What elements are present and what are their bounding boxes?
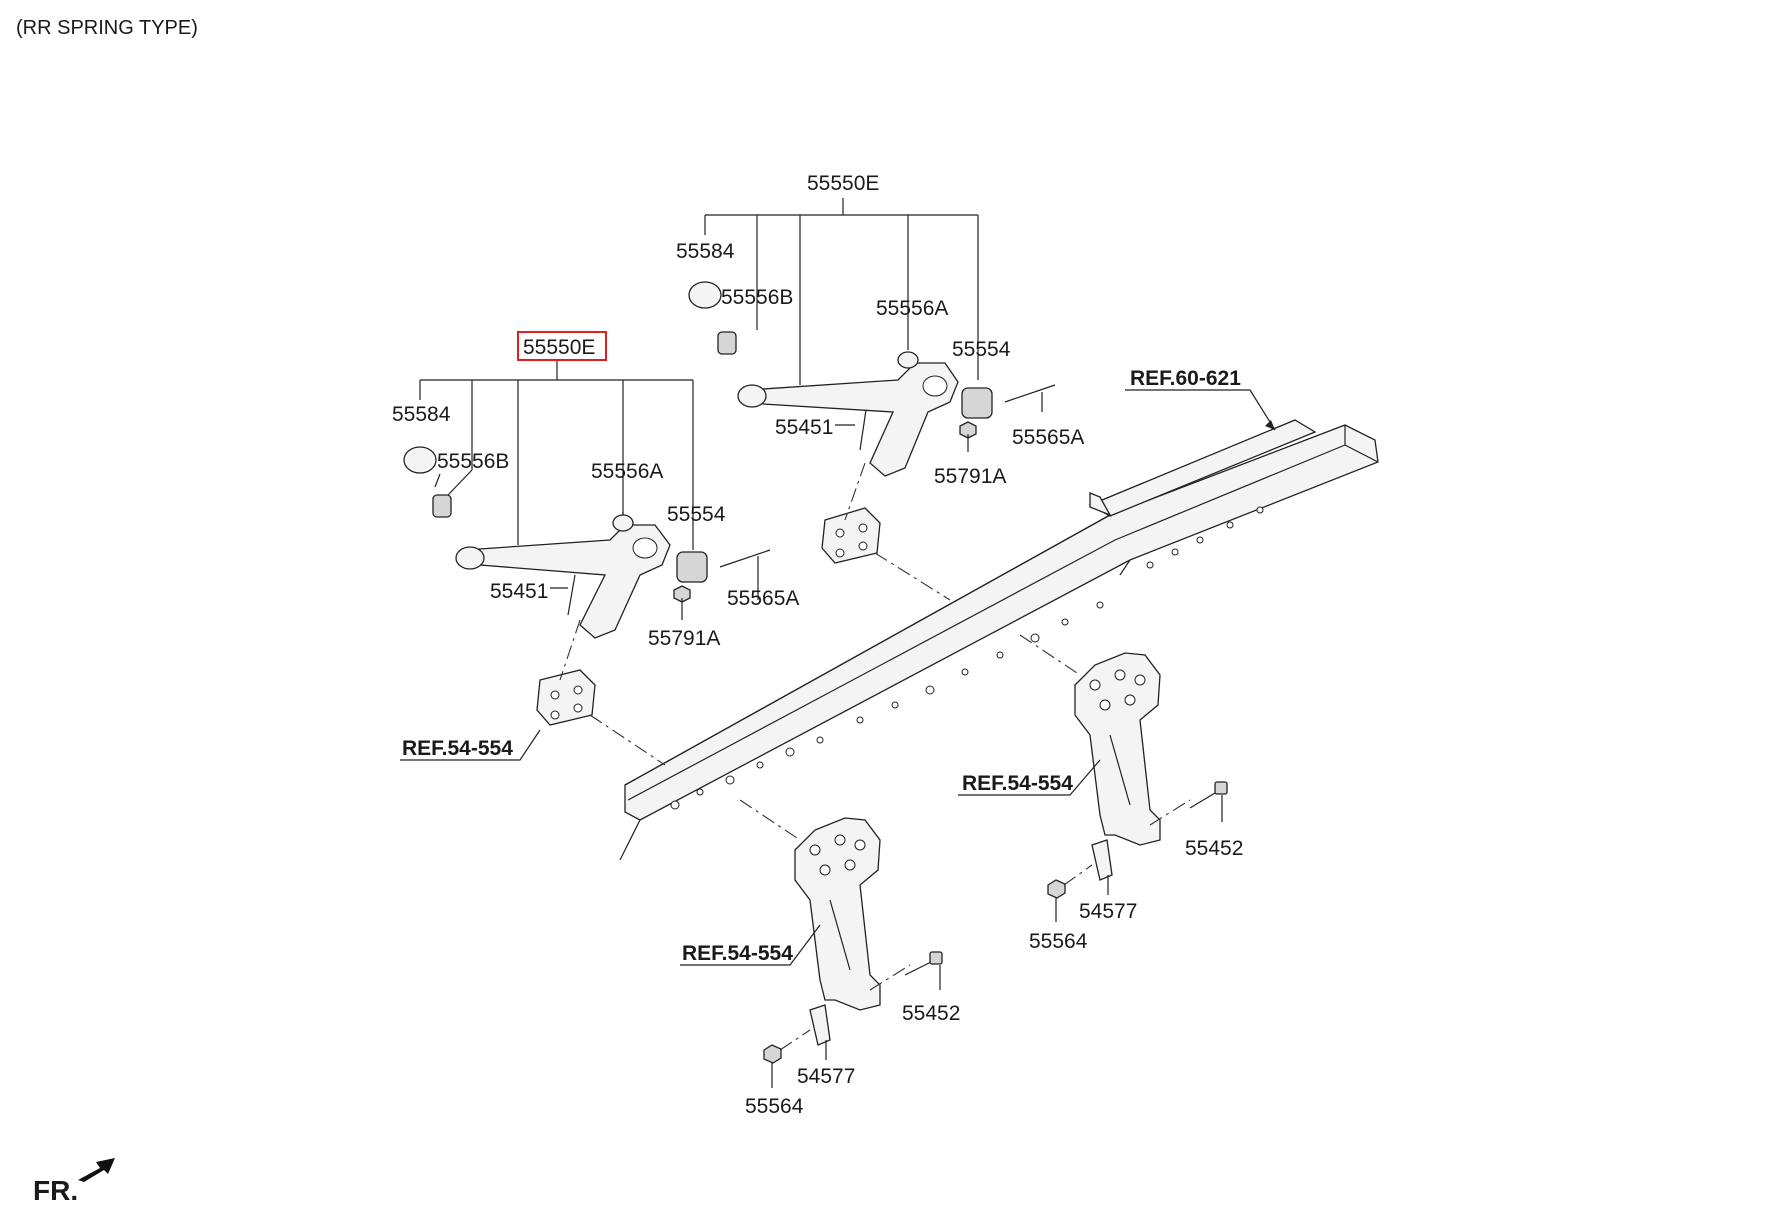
- right-bushing-cap-label: 55584: [676, 240, 735, 263]
- right-bolt-bushing: [1004, 384, 1056, 403]
- frame-ref-label: REF.60-621: [1130, 367, 1241, 390]
- right-bushing-b: [717, 331, 737, 355]
- left-bolt-bushing-label: 55565A: [727, 587, 799, 610]
- right-bushing-cap: [688, 281, 722, 309]
- lower-right-nut-label: 55564: [1029, 930, 1088, 953]
- left-bushing-a-label: 55556A: [591, 460, 663, 483]
- lower-left-ref-label: REF.54-554: [682, 942, 793, 965]
- front-label: FR.: [33, 1175, 78, 1206]
- left-nut-label: 55791A: [648, 627, 720, 650]
- front-arrow-icon: [78, 1158, 115, 1182]
- left-bolt-bushing: [719, 549, 771, 568]
- left-bushing-a: [612, 514, 634, 532]
- lower-left-clip-label: 54577: [797, 1065, 855, 1088]
- lower-left-clip: [809, 1004, 831, 1046]
- lower-left-nut-label: 55564: [745, 1095, 804, 1118]
- lower-left-nut: [763, 1044, 782, 1064]
- left-arm-bracket: [400, 619, 666, 766]
- left-bushing-label: 55554: [667, 503, 726, 526]
- lower-right-clip-label: 54577: [1079, 900, 1137, 923]
- right-bolt-arm: [859, 409, 867, 451]
- left-ref-label: REF.54-554: [402, 737, 513, 760]
- right-bolt-bushing-label: 55565A: [1012, 426, 1084, 449]
- diagram-title: (RR SPRING TYPE): [16, 17, 198, 39]
- left-nut: [673, 585, 691, 603]
- lower-right-spring-bracket: [958, 634, 1228, 922]
- left-bushing-b-label: 55556B: [437, 450, 509, 473]
- left-bolt-arm: [567, 574, 576, 616]
- right-bushing-a: [897, 351, 919, 369]
- lower-right-clip: [1091, 839, 1113, 881]
- left-arm-assembly: [403, 360, 771, 639]
- right-nut-label: 55791A: [934, 465, 1006, 488]
- lower-left-spring-bracket: [680, 799, 943, 1088]
- right-group-label: 55550E: [807, 172, 879, 195]
- right-bushing-label: 55554: [952, 338, 1011, 361]
- right-bushing-b-label: 55556B: [721, 286, 793, 309]
- lower-left-bolt-label: 55452: [902, 1002, 960, 1025]
- lower-right-ref-label: REF.54-554: [962, 772, 1073, 795]
- frame-holes: [670, 506, 1264, 810]
- lower-right-bolt-label: 55452: [1185, 837, 1243, 860]
- right-arm-bracket: [821, 462, 951, 601]
- left-bushing-cap-label: 55584: [392, 403, 451, 426]
- left-group-label: 55550E: [523, 336, 595, 359]
- frame-rail: [619, 419, 1379, 861]
- left-group-highlight: [517, 331, 607, 361]
- right-nut: [959, 421, 977, 439]
- left-bushing-b: [432, 494, 452, 518]
- right-bushing: [961, 387, 993, 419]
- right-arm-assembly: [688, 198, 1056, 477]
- left-bolt-arm-label: 55451: [490, 580, 548, 603]
- left-bushing: [676, 551, 708, 583]
- right-bolt-arm-label: 55451: [775, 416, 833, 439]
- left-bushing-cap: [403, 446, 437, 474]
- lower-right-nut: [1047, 879, 1066, 899]
- right-bushing-a-label: 55556A: [876, 297, 948, 320]
